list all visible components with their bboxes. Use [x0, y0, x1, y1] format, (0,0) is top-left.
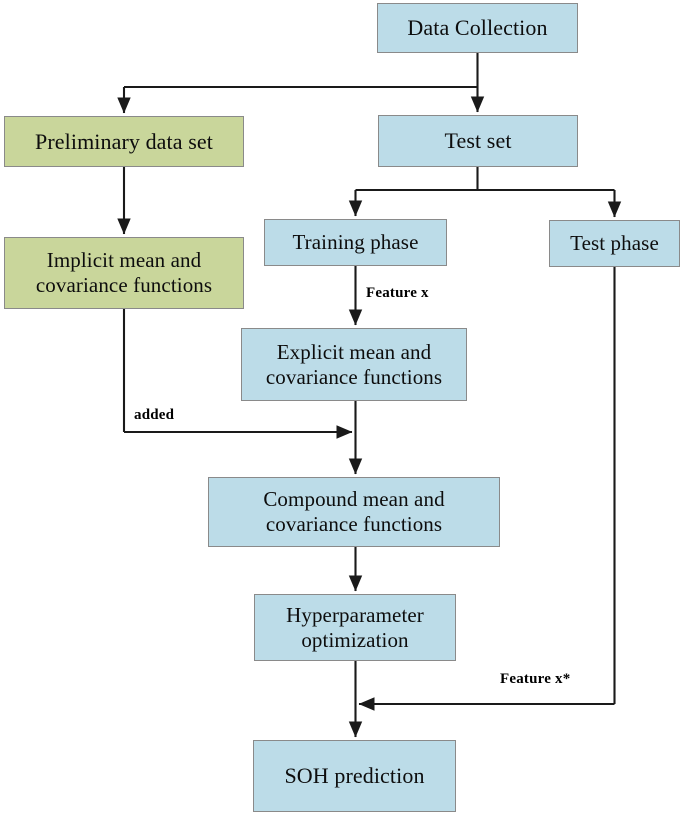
- node-label: Hyperparameter optimization: [286, 602, 424, 652]
- node-label: Preliminary data set: [35, 128, 213, 154]
- edge-label-feature-x: Feature x: [366, 285, 429, 301]
- node-label: Training phase: [292, 230, 419, 255]
- node-label: Test set: [444, 128, 512, 154]
- node-label: Data Collection: [407, 15, 548, 41]
- node-label: Explicit mean and covariance functions: [265, 339, 443, 389]
- node-soh-prediction[interactable]: SOH prediction: [253, 740, 456, 812]
- node-label: Implicit mean and covariance functions: [35, 248, 213, 297]
- node-label: Test phase: [570, 231, 659, 256]
- node-explicit-mean-covariance[interactable]: Explicit mean and covariance functions: [241, 328, 467, 401]
- edge-label-added: added: [134, 407, 175, 423]
- node-implicit-mean-covariance[interactable]: Implicit mean and covariance functions: [4, 237, 244, 309]
- node-label: SOH prediction: [284, 763, 425, 789]
- edge-label-feature-x-star: Feature x*: [500, 671, 571, 687]
- node-training-phase[interactable]: Training phase: [264, 219, 447, 266]
- node-test-phase[interactable]: Test phase: [549, 220, 680, 267]
- node-compound-mean-covariance[interactable]: Compound mean and covariance functions: [208, 477, 500, 547]
- node-test-set[interactable]: Test set: [378, 115, 578, 167]
- node-data-collection[interactable]: Data Collection: [377, 3, 578, 53]
- node-preliminary-data-set[interactable]: Preliminary data set: [4, 116, 244, 167]
- node-label: Compound mean and covariance functions: [263, 487, 445, 536]
- node-hyperparameter-optimization[interactable]: Hyperparameter optimization: [254, 594, 456, 661]
